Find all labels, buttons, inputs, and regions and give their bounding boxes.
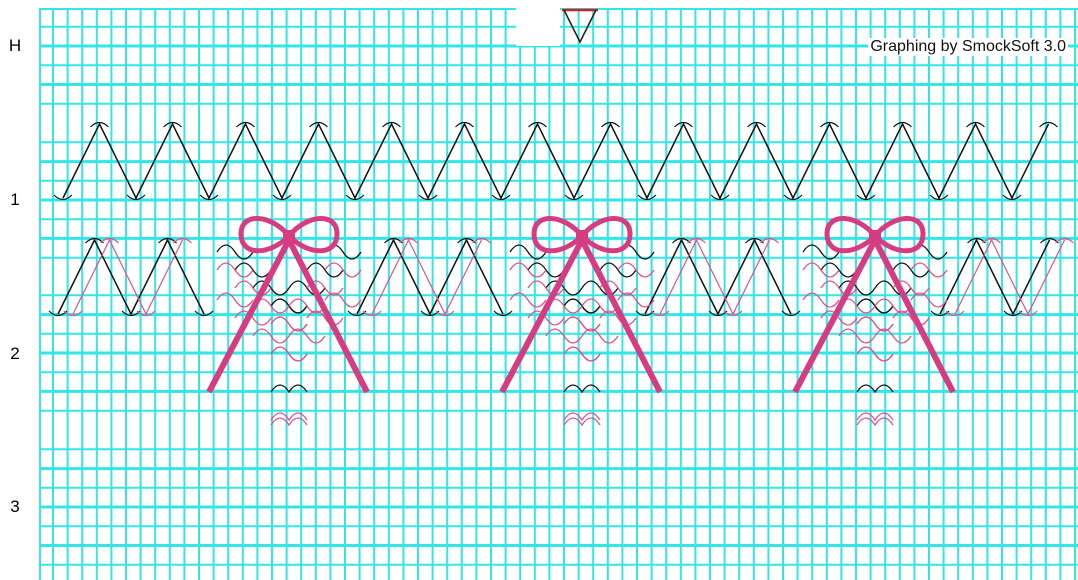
row-label-h: H [0, 36, 30, 56]
credit-text: Graphing by SmockSoft 3.0 [868, 38, 1068, 56]
marker-gap [516, 0, 560, 46]
row-label-2: 2 [0, 344, 30, 364]
row-label-3: 3 [0, 497, 30, 517]
row-label-1: 1 [0, 190, 30, 210]
